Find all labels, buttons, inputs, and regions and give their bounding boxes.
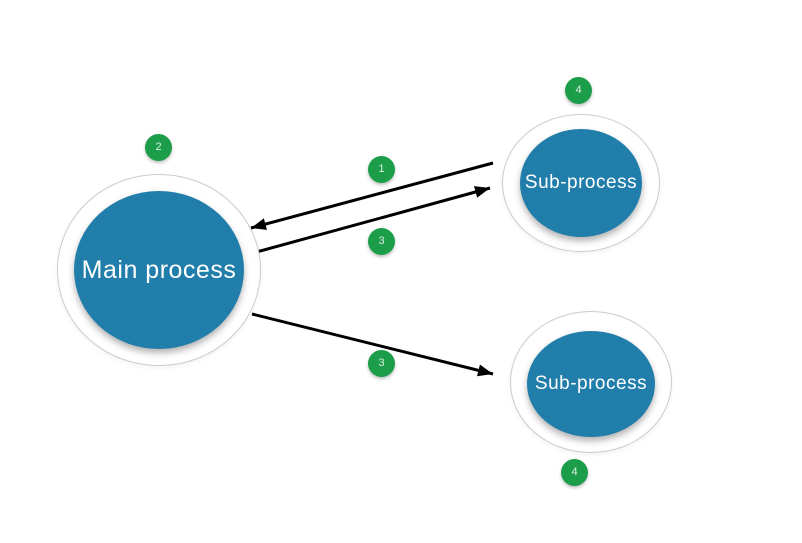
badge-step-1: 1 xyxy=(368,156,395,183)
badge-step-2: 2 xyxy=(145,134,172,161)
badge-step-3-bottom: 3 xyxy=(368,350,395,377)
node-disc: Sub-process xyxy=(520,129,642,237)
node-label: Main process xyxy=(81,255,237,284)
node-disc: Main process xyxy=(74,191,244,349)
node-label: Sub-process xyxy=(534,373,648,394)
badge-value: 4 xyxy=(575,84,582,96)
node-sub-process-top: Sub-process xyxy=(502,114,660,252)
node-label: Sub-process xyxy=(524,172,638,193)
badge-value: 3 xyxy=(378,357,385,369)
node-disc: Sub-process xyxy=(527,331,655,437)
badge-value: 4 xyxy=(571,466,578,478)
badge-step-4-bottom: 4 xyxy=(561,459,588,486)
badge-step-3-top: 3 xyxy=(368,228,395,255)
arrow-1 xyxy=(250,161,494,230)
badge-step-4-top: 4 xyxy=(565,77,592,104)
arrow-3-top xyxy=(252,186,491,255)
arrow-3-bottom xyxy=(251,312,494,377)
badge-value: 2 xyxy=(155,141,162,153)
badge-value: 1 xyxy=(378,163,385,175)
node-main-process: Main process xyxy=(57,174,261,366)
node-sub-process-bottom: Sub-process xyxy=(510,311,672,453)
badge-value: 3 xyxy=(378,235,385,247)
